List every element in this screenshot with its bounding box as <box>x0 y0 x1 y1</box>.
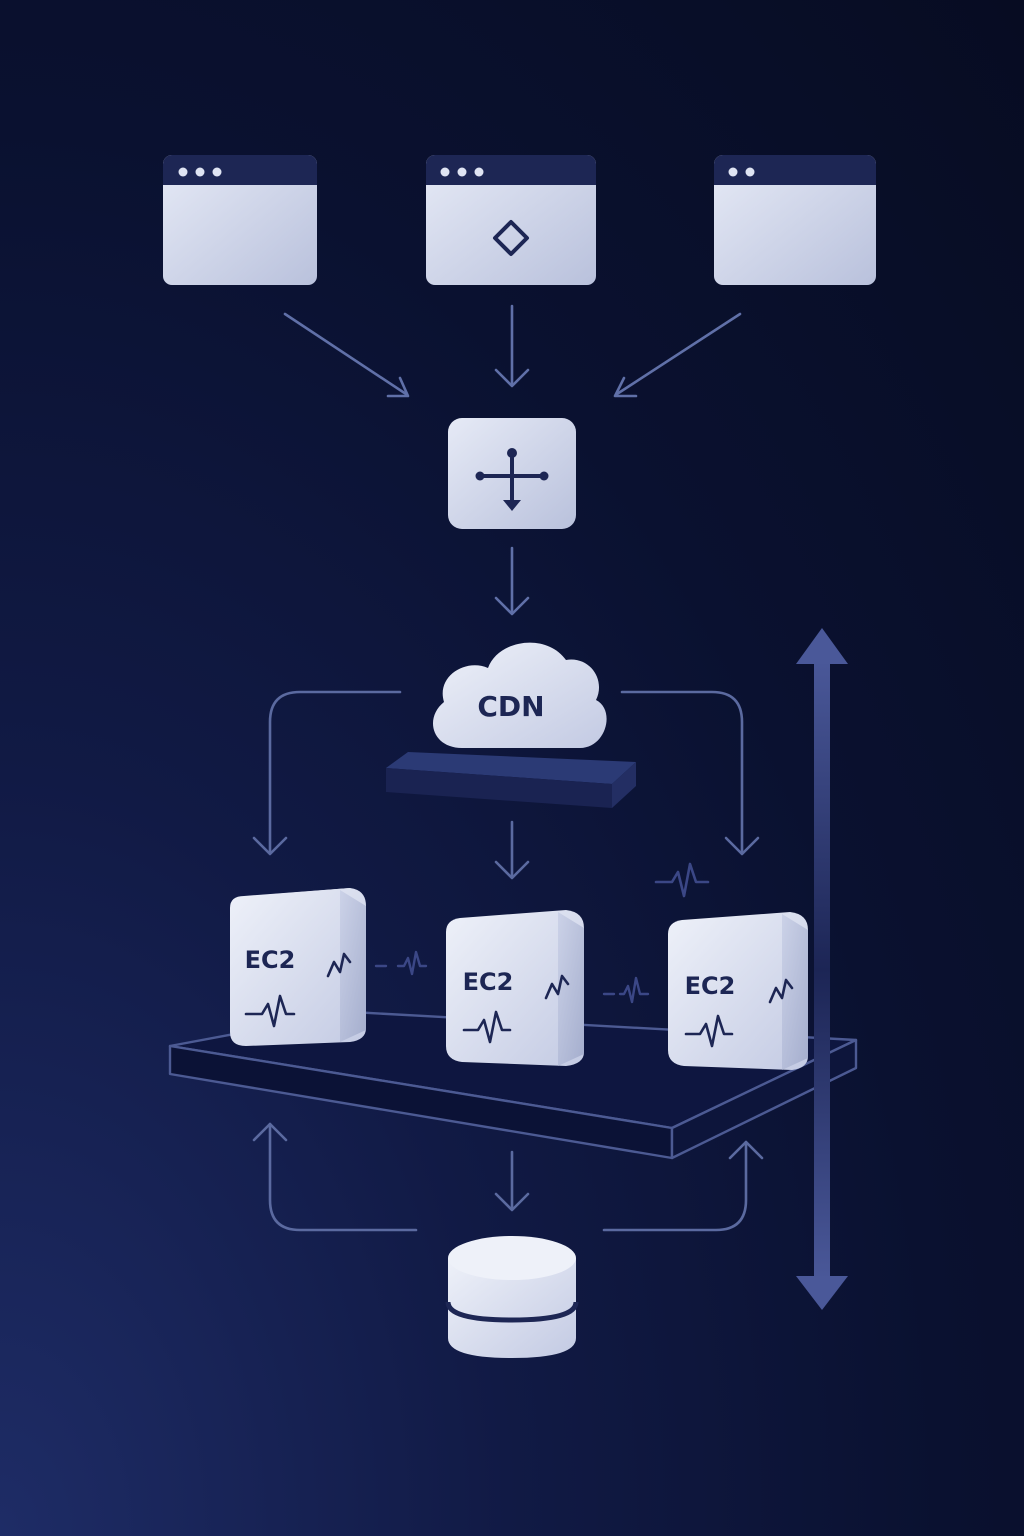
client-window-1 <box>163 155 317 285</box>
database-icon <box>445 1236 579 1358</box>
heartbeat-icon <box>768 978 794 1004</box>
ec2-instance-2: EC2 <box>446 910 584 1066</box>
ec2-label-1: EC2 <box>245 946 296 974</box>
heartbeat-icon <box>462 1010 512 1044</box>
lb-to-cdn-arrow <box>494 546 530 616</box>
ec2-label-2: EC2 <box>463 968 514 996</box>
ec2-instance-1: EC2 <box>230 888 366 1046</box>
client-window-3 <box>714 155 876 285</box>
diamond-icon <box>493 220 529 256</box>
heartbeat-icon <box>244 994 296 1028</box>
heartbeat-icon <box>684 1014 734 1048</box>
client-window-2 <box>426 155 596 285</box>
move-arrows-icon <box>475 448 549 511</box>
cdn-to-instance-arrows <box>252 690 760 880</box>
load-balancer-node <box>448 418 576 529</box>
ec2-label-3: EC2 <box>685 972 736 1000</box>
cloud-icon <box>432 642 607 748</box>
heartbeat-icon <box>326 952 352 978</box>
ec2-instance-3: EC2 <box>668 912 808 1070</box>
database-node <box>445 1236 579 1358</box>
heartbeat-icon <box>654 862 710 898</box>
double-arrow-icon <box>796 628 848 1310</box>
heartbeat-icon <box>374 950 428 976</box>
heartbeat-icon <box>602 976 650 1004</box>
cdn-node: CDN <box>386 642 636 808</box>
cdn-label: CDN <box>477 690 544 723</box>
heartbeat-icon <box>544 974 570 1000</box>
client-to-lb-arrows <box>283 304 742 398</box>
database-flow-arrows <box>252 1122 764 1232</box>
